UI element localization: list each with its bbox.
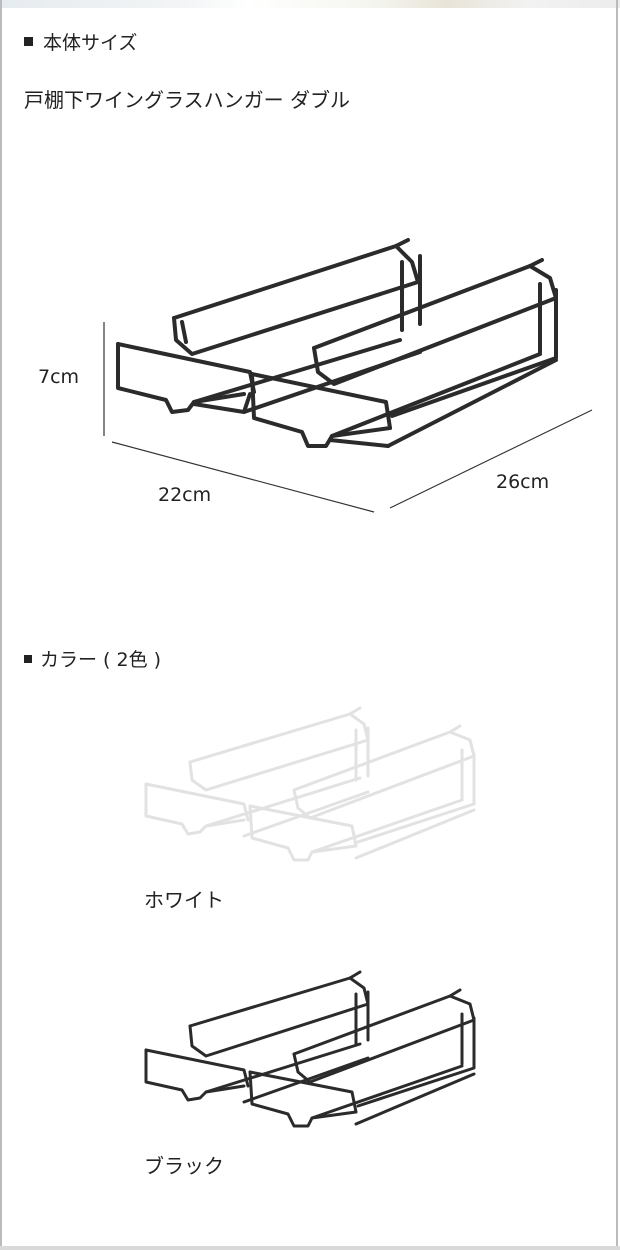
product-dimension-drawing (103, 238, 593, 513)
color-name-white: ホワイト (144, 888, 224, 912)
dimension-depth: 26cm (496, 471, 550, 493)
bottom-image-strip (0, 1246, 620, 1250)
product-name: 戸棚下ワイングラスハンガー ダブル (24, 88, 350, 112)
size-heading-text: 本体サイズ (43, 32, 138, 54)
color-heading-text: カラー ( 2色 ) (40, 649, 162, 671)
bullet-square-icon (24, 37, 33, 46)
color-name-black: ブラック (144, 1154, 224, 1178)
size-section-heading: 本体サイズ (24, 28, 137, 55)
top-image-strip (0, 0, 620, 8)
color-section-heading: カラー ( 2色 ) (24, 645, 161, 672)
bullet-square-icon (24, 654, 32, 663)
dimension-width: 22cm (158, 484, 212, 506)
black-variant-image (144, 970, 476, 1128)
white-variant-image (144, 706, 476, 862)
dimension-height: 7cm (38, 366, 80, 388)
